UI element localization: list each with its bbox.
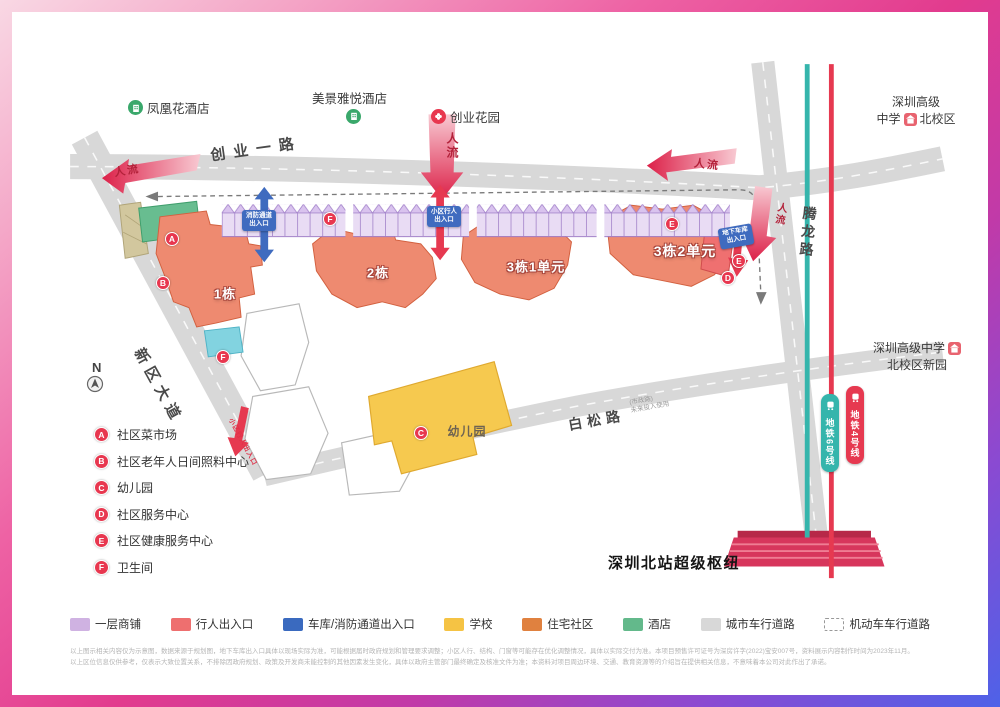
poi-phoenix-hotel: 凤凰花酒店 — [128, 98, 210, 117]
train-icon — [825, 398, 836, 416]
facility-badge: A — [94, 427, 109, 442]
legend-swatch — [70, 617, 90, 631]
map-badge-kindergarten: C — [414, 426, 428, 440]
facility-label: 社区健康服务中心 — [117, 534, 214, 548]
building-3-unit1-label: 3栋1单元 — [506, 259, 566, 275]
pedestrian-entrance-label: 小区行人 出入口 — [427, 206, 461, 227]
site-plan-map — [70, 60, 945, 579]
facility-item: D 社区服务中心 — [94, 506, 249, 523]
map-badge-market: A — [165, 232, 179, 246]
north-arrow-icon — [86, 375, 104, 398]
legend-swatch — [700, 617, 721, 631]
side-pedestrian-arrow — [227, 406, 249, 457]
legend-swatch — [283, 617, 303, 631]
train-icon — [850, 390, 861, 408]
road-chuangye — [70, 146, 945, 201]
buildings-layer — [118, 200, 735, 358]
facility-item: C 幼儿园 — [94, 479, 249, 496]
facility-badge: E — [94, 533, 109, 548]
facility-label: 社区服务中心 — [117, 507, 190, 522]
poi-meijing-hotel: 美景雅悦酒店 — [312, 88, 387, 107]
legend-item-cityroad: 城市车行道路 — [700, 616, 795, 632]
legend-item-residential: 住宅社区 — [522, 616, 593, 632]
building-2-label: 2栋 — [366, 265, 390, 281]
north-label: N — [92, 360, 102, 375]
legend-item-school: 学校 — [444, 616, 492, 632]
facility-item: E 社区健康服务中心 — [94, 532, 249, 549]
map-legend: 一层商铺 行人出入口 车库/消防通道出入口 学校 住宅社区 酒店 城市车行道路 … — [70, 616, 930, 632]
kindergarten-label: 幼儿园 — [447, 424, 487, 439]
north-station-shape — [724, 530, 885, 567]
poi-label: 创业花园 — [450, 111, 501, 125]
legend-swatch — [622, 617, 643, 631]
legend-item-pedestrian: 行人出入口 — [170, 616, 253, 632]
facility-badge: F — [94, 559, 109, 575]
poi-chuangye-garden: 创业花园 — [431, 107, 500, 126]
map-badge-health-2: E — [732, 254, 746, 268]
station-label: 深圳北站超级枢纽 — [608, 555, 741, 572]
facility-label: 幼儿园 — [117, 481, 154, 495]
disclaimer: 以上图示相关内容仅为示意图，数据来源于规划图，地下车库出入口具体以现场实际为准，… — [70, 646, 930, 668]
flow-arrow-east — [646, 148, 737, 182]
driveway-arrowhead-left — [145, 191, 159, 202]
facility-badge: B — [94, 453, 109, 469]
school-icon — [948, 341, 961, 355]
poi-school-north: 深圳高级 中学 北校区 — [864, 94, 968, 128]
legend-swatch — [522, 617, 543, 631]
flow-label-east: 人流 — [693, 157, 721, 173]
school-icon — [903, 112, 917, 126]
metro-line6-badge: 地铁6号线 — [821, 394, 839, 472]
facility-legend: A 社区菜市场 B 社区老年人日间照料中心 C 幼儿园 D 社区服务中心 E 社区健康服务… — [94, 426, 249, 576]
flow-label-center: 人流 — [445, 132, 459, 160]
legend-item-driveway: 机动车车行道路 — [824, 616, 930, 632]
map-badge-health: E — [665, 217, 679, 231]
school-north-line1: 深圳高级 — [891, 95, 940, 109]
kindergarten-building — [367, 360, 513, 475]
legend-swatch — [170, 617, 191, 631]
metro-line4-badge: 地铁4号线 — [846, 386, 864, 464]
legend-item-garage: 车库/消防通道出入口 — [283, 616, 415, 632]
driveway-arrowhead-down — [756, 292, 767, 305]
school-north-line2: 中学 北校区 — [876, 111, 956, 126]
fire-lane-entrance-label: 消防通道 出入口 — [242, 210, 276, 231]
map-badge-restroom-2: F — [323, 212, 337, 226]
facility-item: F 卫生间 — [94, 559, 249, 576]
legend-item-hotel: 酒店 — [622, 616, 671, 632]
poi-label: 美景雅悦酒店 — [312, 92, 388, 106]
poi-school-new: 深圳高级中学 北校区新园 — [857, 340, 977, 374]
flow-arrow-west — [101, 154, 201, 194]
map-badge-eldercare: B — [156, 276, 170, 290]
flow-arrow-center — [420, 114, 464, 200]
poi-meijing-hotel-icon — [346, 107, 361, 125]
driveway-dashed-route — [145, 189, 767, 305]
metro-line4-label: 地铁4号线 — [849, 410, 860, 459]
facility-label: 卫生间 — [117, 560, 154, 575]
legend-swatch-dashed — [824, 617, 845, 631]
facility-badge: D — [94, 506, 109, 522]
hotel-icon — [128, 100, 143, 115]
metro-lines — [804, 64, 834, 579]
disclaimer-line2: 以上区位信息仅供参考，仅表示大致位置关系，不排除因政府规划、政策及开发商未能控制… — [70, 659, 831, 667]
facility-item: A 社区菜市场 — [94, 426, 249, 443]
poi-label: 凤凰花酒店 — [147, 102, 210, 116]
metro-line6-label: 地铁6号线 — [824, 418, 835, 467]
hotel-icon — [346, 108, 361, 124]
building-1-label: 1栋 — [213, 286, 237, 302]
facility-badge: C — [94, 480, 109, 495]
map-badge-restroom: F — [216, 350, 230, 364]
facility-item: B 社区老年人日间照料中心 — [94, 453, 249, 470]
school-new-line1: 深圳高级中学 — [857, 340, 977, 357]
school-new-line2: 北校区新园 — [886, 357, 947, 372]
restroom-building — [203, 326, 244, 358]
map-badge-service: D — [721, 271, 735, 285]
site-plan-canvas: 凤凰花酒店 美景雅悦酒店 创业花园 深圳高级 中学 北校区 深圳高级中学 北校区… — [12, 12, 988, 695]
facility-label: 社区老年人日间照料中心 — [117, 454, 250, 469]
facility-label: 社区菜市场 — [117, 428, 178, 442]
legend-item-shops: 一层商铺 — [70, 616, 141, 632]
building-3-unit2-label: 3栋2单元 — [653, 243, 717, 259]
legend-swatch — [444, 617, 465, 631]
garden-icon — [431, 109, 446, 124]
people-flow-arrows — [101, 114, 777, 262]
disclaimer-line1: 以上图示相关内容仅为示意图，数据来源于规划图，地下车库出入口具体以现场实际为准，… — [70, 648, 914, 655]
